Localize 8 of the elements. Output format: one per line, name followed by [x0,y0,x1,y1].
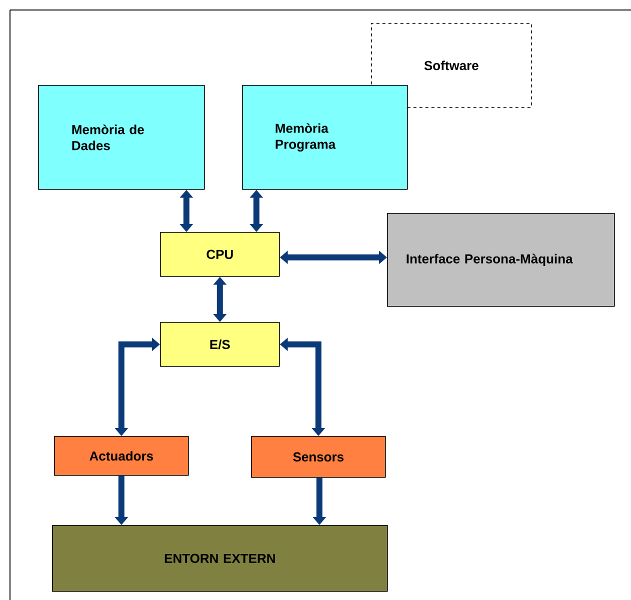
memory-box: Memòria de Dades [38,85,205,190]
sensor-box: Sensors [251,436,386,478]
memory-box: Memòria Programa [242,85,408,190]
cpu-box: CPU [160,232,280,277]
environment-box: ENTORN EXTERN [52,525,388,592]
interface-box: Interface Persona-Màquina [387,213,615,307]
actuator-box: Actuadors [54,436,189,476]
io-box: E/S [160,322,280,367]
